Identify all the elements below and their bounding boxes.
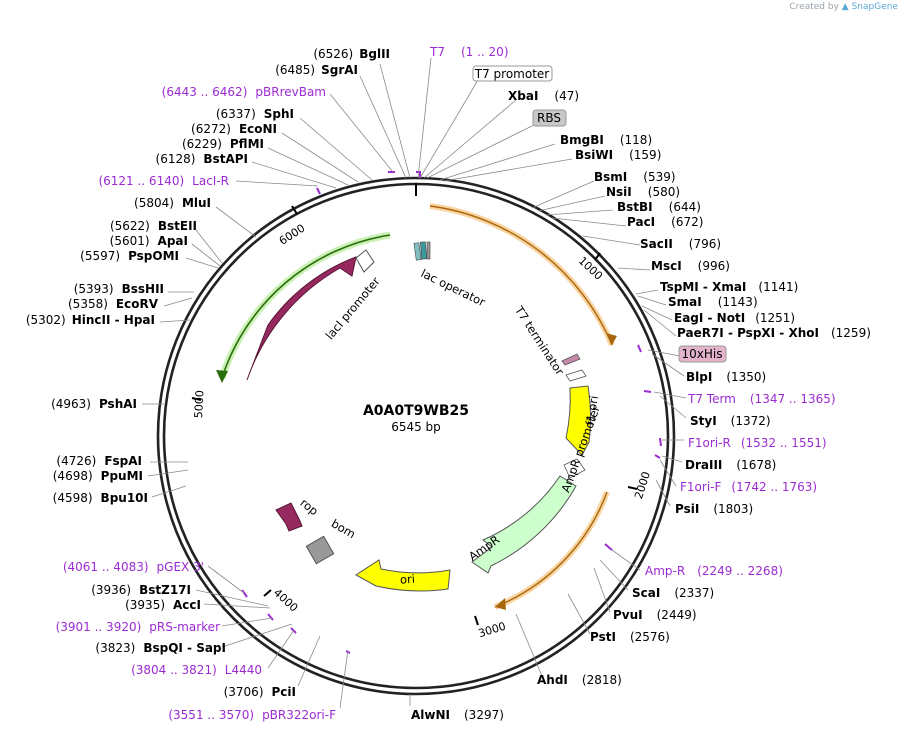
label-rbs: RBS [537,111,561,125]
backbone-outer [156,176,676,696]
t7-terminator-mark [565,369,587,382]
site-hincii-hpai: (5302)HincII - HpaI [26,313,155,327]
primer-l4440: (3804 .. 3821)L4440 [131,663,262,677]
feature-t7-terminator: T7 terminator [511,303,567,378]
primer-laci-r: (6121 .. 6140)LacI-R [98,174,229,188]
site-bspqi-sapi: (3823)BspQI - SapI [95,641,226,655]
site-bpu10i: (4598)Bpu10I [53,491,148,505]
label-t7-promoter: T7 promoter [474,67,550,81]
leader-lines [142,57,687,709]
site-blpi: BlpI(1350) [686,370,766,384]
feature-f1-ori: f1 ori [583,395,601,427]
site-sgrai: (6485)SgrAI [275,63,358,77]
site-bglii: (6526)BglII [313,47,390,61]
site-draiii: DraIII(1678) [685,458,776,472]
lac-operator-mark [413,242,422,261]
site-pspomi: (5597)PspOMI [80,249,179,263]
site-tspmi-xmai: TspMI - XmaI(1141) [660,280,798,294]
tick-6000: 6000 [277,222,308,248]
credit-app: SnapGene [851,2,898,12]
feature-ori: ori [399,572,415,587]
ori-arrow [355,559,451,592]
site-ecorv: (5358)EcoRV [68,297,159,311]
site-bsiwi: BsiWI(159) [575,148,661,162]
ampr-promoter-mark [563,458,586,479]
feature-bom: bom [329,516,358,541]
site-pvui: PvuI(2449) [613,608,697,622]
rbs-mark [426,241,431,260]
tick-1000: 1000 [576,254,605,283]
site-styi: StyI(1372) [690,414,771,428]
site-ahdi: AhdI(2818) [537,673,622,687]
boxed-labels: T7 promoter RBS 10xHis [472,65,727,363]
site-econi: (6272)EcoNI [191,122,277,136]
site-pcii: (3706)PciI [224,685,296,699]
credit-text: Created by [789,2,839,12]
snapgene-logo-icon: ▲ [841,2,849,12]
site-ppumi: (4698)PpuMI [53,469,143,483]
f1-ori-arrow [565,385,591,456]
plasmid-name: A0A0T9WB25 [363,403,469,419]
snapgene-credit: Created by ▲ SnapGene [789,2,898,12]
site-bmgbi: BmgBI(118) [560,133,652,147]
site-bsmi: BsmI(539) [594,170,676,184]
site-bstz17i: (3936)BstZ17I [91,583,191,597]
site-acci: (3935)AccI [125,598,201,612]
green-arc [216,231,391,383]
orange-arcs [429,203,617,610]
site-sphi: (6337)SphI [216,107,294,121]
tick-3000: 3000 [477,620,508,641]
tick-4000: 4000 [271,586,301,614]
primer-prs-marker: (3901 .. 3920)pRS-marker [56,620,220,634]
site-nsii: NsiI(580) [606,185,680,199]
scale-ticks [191,205,638,626]
site-scai: ScaI(2337) [632,586,714,600]
t7-promoter-mark [419,241,428,260]
tick-5000: 5000 [192,390,206,419]
site-paer7i: PaeR7I - PspXI - XhoI(1259) [677,326,871,340]
laci-arrow [246,256,357,381]
plasmid-size: 6545 bp [391,420,441,434]
primer-pbrrevbam: (6443 .. 6462)pBRrevBam [162,85,326,99]
tick-2000: 2000 [632,470,653,501]
primer-t7: T7(1 .. 20) [429,45,509,59]
site-xbai: XbaI(47) [508,89,579,103]
laci-promoter-arrow [355,249,375,273]
site-fspai: (4726)FspAI [56,454,142,468]
site-paci: PacI(672) [627,215,703,229]
site-sacii: SacII(796) [640,237,721,251]
label-10xhis: 10xHis [682,347,723,361]
site-psii: PsiI(1803) [675,502,753,516]
ampr-arrow [471,475,577,574]
primer-f1ori-r: F1ori-R(1532 .. 1551) [688,436,827,450]
site-apai: (5601)ApaI [110,234,188,248]
rop-arrow [275,502,303,532]
site-bstapi: (6128)BstAPI [156,152,248,166]
site-bsshii: (5393)BssHII [74,282,164,296]
feature-lac-operator: lac operator [419,266,488,309]
site-bsteii: (5622)BstEII [110,219,197,233]
site-eagi-noti: EagI - NotI(1251) [674,311,795,325]
feature-rop: rop [298,496,321,519]
site-smai: SmaI(1143) [668,295,758,309]
bom-mark [305,535,335,565]
primer-pgex3: (4061 .. 4083)pGEX 3' [63,560,204,574]
feature-labels: lac operator T7 terminator f1 ori AmpR p… [285,266,603,587]
site-labels: (6526)BglII (6485)SgrAI T7(1 .. 20) XbaI… [26,45,871,722]
primer-amp-r: Amp-R(2249 .. 2268) [645,564,783,578]
site-alwni: AlwNI(3297) [411,708,504,722]
site-pshai: (4963)PshAI [51,397,137,411]
his-tag-mark [561,353,581,366]
site-mlui: (5804)MluI [134,196,211,210]
site-bstbi: BstBI(644) [617,200,701,214]
site-msci: MscI(996) [651,259,730,273]
feature-laci-promoter: lacI promoter [323,274,383,342]
site-psti: PstI(2576) [590,630,670,644]
site-pflmi: (6229)PflMI [182,137,264,151]
primer-t7-term: T7 Term(1347 .. 1365) [687,392,836,406]
primer-pbr322ori-f: (3551 .. 3570)pBR322ori-F [168,708,336,722]
primer-f1ori-f: F1ori-F(1742 .. 1763) [680,480,817,494]
